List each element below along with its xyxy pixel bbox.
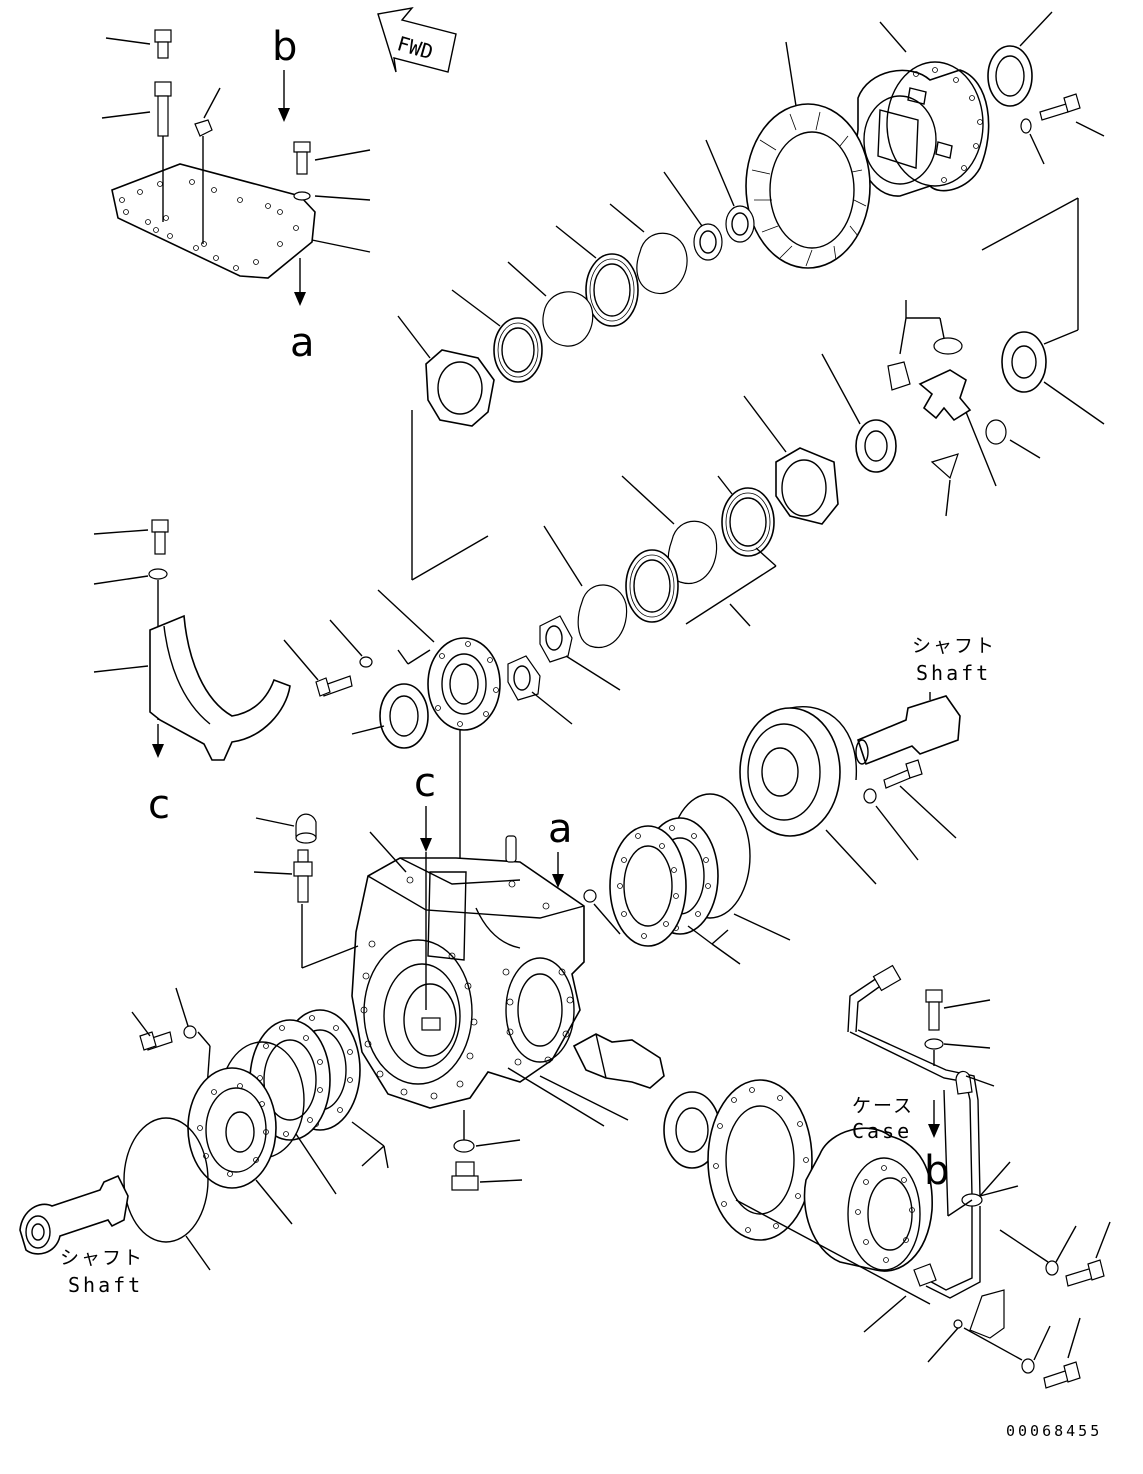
brake-pipe [847, 964, 983, 1333]
bearing-cage [377, 589, 501, 862]
roller-bearing [663, 1091, 721, 1169]
washer [359, 656, 373, 668]
clamp-bracket [927, 1289, 1005, 1363]
shim [539, 615, 621, 691]
case-label-en: Case [852, 1119, 912, 1143]
breather-cap [255, 813, 317, 844]
shaft-left-jp: シャフト [60, 1247, 144, 1269]
fwd-arrow: FWD [377, 6, 457, 73]
drain-plug [451, 1161, 523, 1191]
long-bolt [154, 81, 172, 137]
o-ring [453, 1139, 475, 1153]
shim [507, 655, 573, 725]
pinion-gear [887, 361, 911, 391]
separator-plate [609, 203, 688, 295]
washer [148, 568, 168, 580]
shim [663, 171, 723, 261]
shaft-lower-left: シャフト Shaft [19, 1174, 144, 1297]
guard-bracket [149, 614, 291, 761]
plug [583, 889, 621, 935]
bearing [987, 11, 1053, 107]
ring-gear [745, 41, 871, 269]
bolt [1065, 1259, 1105, 1287]
shaft-left-en: Shaft [68, 1273, 143, 1297]
differential-case [856, 21, 990, 197]
side-gear-hub [821, 353, 897, 473]
washer [924, 1038, 944, 1050]
washer [863, 788, 877, 804]
brake-hub [739, 706, 877, 885]
callout-b-bottom: b [924, 1148, 949, 1194]
roller-bearing [351, 683, 429, 749]
friction-disc [555, 225, 639, 327]
callout-c-left: c [148, 782, 170, 828]
callout-c-center: c [414, 760, 436, 806]
washer [1020, 118, 1032, 134]
washer [1045, 1260, 1059, 1276]
drawing-number: 00068455 [1006, 1422, 1102, 1440]
friction-disc [625, 549, 679, 623]
final-drive-flange [803, 1127, 933, 1272]
bolt [131, 1011, 173, 1051]
side-gear [1001, 331, 1105, 425]
washer [183, 1025, 197, 1039]
piston-retainer [397, 315, 495, 427]
cover-plate-group: b a [101, 24, 371, 366]
o-ring-large [123, 1117, 211, 1271]
spider [918, 369, 972, 422]
callout-a-top: a [290, 320, 315, 366]
pinion-gear [985, 419, 1007, 445]
bolt [154, 29, 172, 59]
bolt [1039, 93, 1081, 121]
callout-b-top: b [272, 24, 297, 70]
washer [1021, 1358, 1035, 1374]
cover-plate [111, 163, 316, 279]
axle-housing [351, 831, 585, 1109]
brake-hub [187, 1067, 293, 1225]
friction-disc [451, 289, 543, 383]
friction-disc [717, 475, 775, 557]
case-label-jp: ケース [852, 1095, 914, 1117]
gasket [707, 1079, 813, 1241]
shaft-right-en: Shaft [916, 661, 991, 685]
washer [293, 191, 311, 201]
separator-plate [543, 525, 628, 649]
guard-bracket-group: c [93, 519, 291, 828]
clutch-retainer [743, 395, 839, 525]
bolt [883, 759, 923, 789]
gasket [609, 825, 687, 947]
dowel-pin [505, 835, 517, 863]
pinion-gear [930, 453, 959, 480]
shaft-upper-right: シャフト Shaft [855, 635, 996, 766]
shaft-right-jp: シャフト [912, 635, 996, 657]
bolt [1043, 1361, 1081, 1389]
bolt [925, 989, 991, 1031]
callout-a-center: a [548, 806, 573, 852]
pinion-shaft [539, 1033, 665, 1121]
bolt [293, 141, 311, 175]
plug [194, 119, 213, 137]
spider-gear-group [887, 300, 1041, 517]
breather-fitting [253, 849, 359, 969]
pinion-gear [933, 337, 963, 355]
bolt [151, 519, 169, 533]
bolt [315, 675, 353, 697]
separator-plate [507, 261, 594, 347]
plate [705, 139, 755, 243]
